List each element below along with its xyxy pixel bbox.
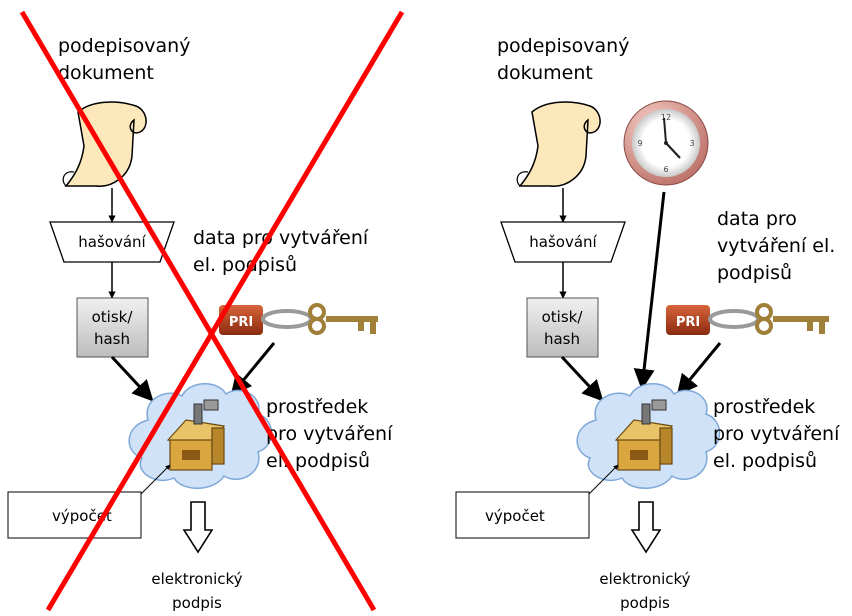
left-device-label-line2: pro vytváření [266,423,393,445]
right-device-label-line1: prostředek [713,396,815,418]
right-hash-label-line2: hash [544,330,580,348]
left-output-label-line2: podpis [172,594,222,612]
right-output-label-line1: elektronický [599,570,690,588]
left-hash-box: otisk/ hash [76,297,149,358]
left-sig-data-label-line2: el. podpisů [193,254,297,276]
left-compute-label: výpočet [52,507,112,525]
left-compute-pointer [140,464,171,495]
right-output-label-line2: podpis [620,594,670,612]
right-panel: podepisovaný dokument 12 3 6 9 hašování … [455,35,840,612]
right-private-key-icon: PRI [666,303,829,335]
left-sig-data-label-line1: data pro vytváření [193,227,369,249]
right-clock-12: 12 [661,113,671,122]
right-compute-box: výpočet [455,491,590,539]
left-private-key-icon: PRI [219,303,378,335]
right-sig-data-label-line1: data pro [717,208,797,230]
left-document-label-line2: dokument [58,62,154,84]
right-hashing-label: hašování [529,233,597,251]
right-document-label-line1: podepisovaný [497,35,629,57]
right-clock-6: 6 [663,165,668,174]
left-compute-box: výpočet [7,491,142,539]
right-device-label-line3: el. podpisů [713,450,817,472]
left-device-label-line1: prostředek [266,396,368,418]
right-arrow-clock-to-device [633,191,666,391]
left-hash-label-line2: hash [94,330,130,348]
left-arrow-hash-to-device [110,355,154,402]
left-document-scroll-icon [62,101,147,187]
left-hashing-label: hašování [78,233,146,251]
right-output-arrow-icon [630,501,662,554]
left-hash-label-line1: otisk/ [92,308,134,326]
right-document-label-line2: dokument [497,62,593,84]
left-panel: podepisovaný dokument hašování otisk/ ha… [7,35,393,612]
rejected-cross-mark [19,10,405,612]
left-key-tag: PRI [229,315,253,330]
right-sig-data-label-line2: vytváření el. [717,235,835,257]
left-output-label-line1: elektronický [151,570,242,588]
right-device-label-line2: pro vytváření [713,423,840,445]
right-arrow-hash-to-device [560,355,604,402]
right-document-scroll-icon [516,101,601,187]
left-output-arrow-icon [182,501,214,554]
right-arrow-key-to-device [676,342,722,396]
right-clock-3: 3 [689,139,694,148]
right-hash-box: otisk/ hash [526,297,599,358]
left-document-label-line1: podepisovaný [58,35,190,57]
right-compute-pointer [588,464,619,495]
right-hashing-box: hašování [500,221,626,263]
right-sig-data-label-line3: podpisů [717,262,792,284]
right-clock-icon: 12 3 6 9 [623,100,709,186]
left-arrow-key-to-device [230,342,276,396]
right-hash-label-line1: otisk/ [542,308,584,326]
left-hashing-box: hašování [49,221,175,263]
right-signing-device-icon [576,383,721,489]
right-compute-label: výpočet [485,507,545,525]
right-key-tag: PRI [676,315,700,330]
right-clock-9: 9 [637,139,642,148]
